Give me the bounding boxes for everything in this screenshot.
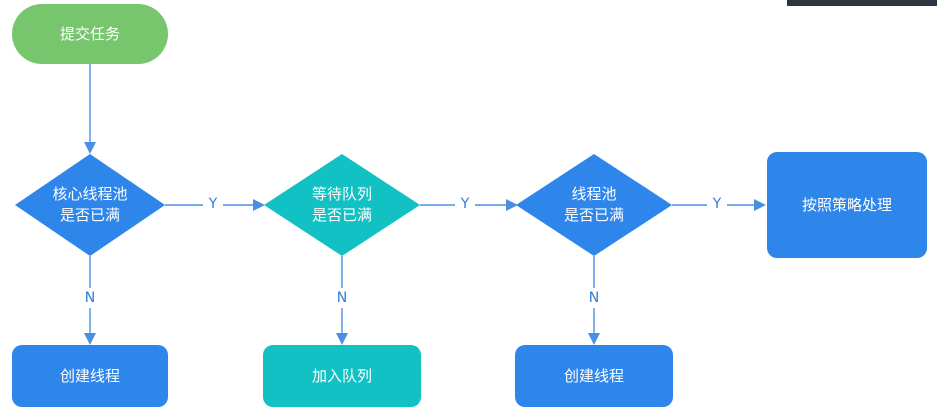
edge-label-yes-1: Y (208, 196, 218, 212)
queue-check-line1: 等待队列 (312, 185, 372, 203)
core-pool-check-node[interactable]: 核心线程池 是否已满 (15, 154, 165, 256)
edge-label-no-1: N (85, 290, 95, 306)
edge-label-no-3: N (589, 290, 599, 306)
start-node-shape (12, 4, 168, 64)
edge-pool-to-create-thread: N (584, 256, 604, 345)
add-queue-node[interactable]: 加入队列 (263, 345, 421, 407)
core-pool-check-shape (15, 154, 165, 256)
create-thread-2-label: 创建线程 (564, 367, 624, 385)
edge-queue-to-pool: Y (420, 195, 518, 215)
pool-check-shape (516, 154, 672, 256)
queue-check-node[interactable]: 等待队列 是否已满 (264, 154, 420, 256)
pool-check-line1: 线程池 (571, 185, 616, 203)
policy-node-shape (767, 152, 927, 258)
edge-queue-to-add-queue: N (332, 256, 352, 345)
add-queue-label: 加入队列 (312, 367, 372, 385)
window-edge-strip (787, 0, 937, 6)
edge-label-yes-2: Y (460, 196, 470, 212)
edge-core-to-queue: Y (165, 195, 265, 215)
start-node-label: 提交任务 (60, 25, 120, 43)
edge-start-to-core-check (84, 64, 96, 154)
create-thread-node-1[interactable]: 创建线程 (12, 345, 168, 407)
core-pool-check-line1: 核心线程池 (52, 185, 127, 203)
add-queue-shape (263, 345, 421, 407)
pool-check-line2: 是否已满 (564, 206, 624, 224)
create-thread-2-shape (515, 345, 673, 407)
create-thread-1-label: 创建线程 (60, 367, 120, 385)
pool-check-node[interactable]: 线程池 是否已满 (516, 154, 672, 256)
policy-node-label: 按照策略处理 (802, 196, 892, 214)
edge-label-yes-3: Y (712, 196, 722, 212)
queue-check-line2: 是否已满 (312, 206, 372, 224)
edge-core-to-create-thread: N (80, 256, 100, 345)
start-node[interactable]: 提交任务 (12, 4, 168, 64)
core-pool-check-line2: 是否已满 (60, 206, 120, 224)
edge-pool-to-policy: Y (672, 195, 766, 215)
policy-node[interactable]: 按照策略处理 (767, 152, 927, 258)
create-thread-1-shape (12, 345, 168, 407)
edge-label-no-2: N (337, 290, 347, 306)
create-thread-node-2[interactable]: 创建线程 (515, 345, 673, 407)
queue-check-shape (264, 154, 420, 256)
